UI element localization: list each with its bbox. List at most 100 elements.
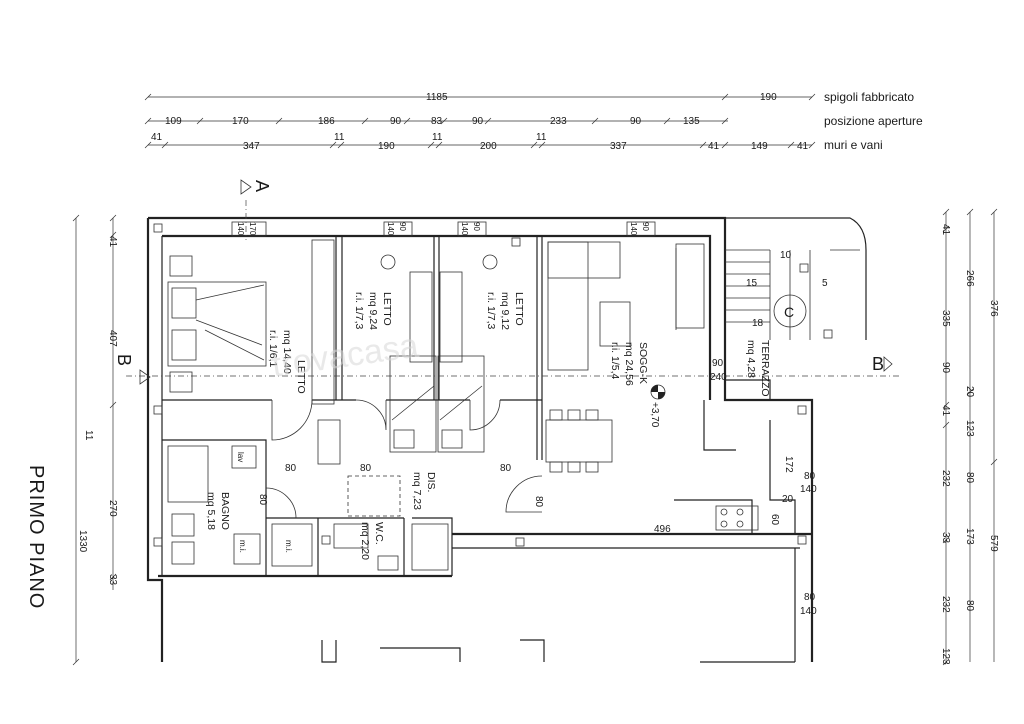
room-name: BAGNO: [219, 492, 231, 530]
other-dim-10: 10: [780, 250, 792, 261]
dim-muri-1: 41: [151, 132, 163, 143]
section-marker-b-left: B: [114, 354, 151, 385]
room-letto-2: LETTO mq 9,24 r.i. 1/7,3: [353, 292, 393, 330]
other-dimensions: 496 60 172 20 90 240 140 140 10 15 18 5: [654, 250, 828, 617]
room-bagno: BAGNO mq 5,18: [205, 492, 231, 530]
dim-muri-8: 337: [610, 141, 627, 152]
dim-muri-2: 347: [243, 141, 260, 152]
other-dim-60: 60: [769, 514, 780, 526]
room-name: SOGG-K: [637, 342, 649, 384]
top-opening-1a: 140: [236, 222, 245, 236]
other-dim-15: 15: [746, 278, 758, 289]
dim-aperture-9: 135: [683, 116, 700, 127]
fixture-lav-label: lav: [236, 452, 245, 462]
dim-left-3: 11: [83, 430, 94, 441]
dim-aperture-2: 170: [232, 116, 249, 127]
stair-marker: C: [784, 304, 794, 320]
dim-right-mid-2: 20: [964, 386, 975, 398]
other-dim-496: 496: [654, 524, 671, 535]
top-opening-3a: 140: [460, 222, 469, 236]
door-widths: 80 80 80 80 80 80 80: [257, 463, 816, 603]
dimension-row-spigoli: 1185 190 spigoli fabbricato: [144, 90, 914, 104]
other-dim-140a: 140: [800, 484, 817, 495]
room-name: W.C.: [373, 522, 385, 545]
dim-left-total: 1330: [77, 530, 88, 553]
dim-right-inner-4: 41: [940, 405, 951, 417]
page-title: PRIMO PIANO: [25, 465, 47, 609]
other-dim-90: 90: [712, 358, 724, 369]
dim-muri-10: 149: [751, 141, 768, 152]
furniture: C: [167, 239, 860, 571]
dim-aperture-6: 90: [472, 116, 484, 127]
room-area: mq 7,23: [411, 472, 423, 510]
dim-right-mid-5: 173: [964, 528, 975, 545]
elevation-label: +3,70: [649, 402, 660, 428]
dim-right-inner-1: 41: [940, 224, 951, 236]
section-label-b-right: B: [872, 354, 884, 374]
door-width-3: 80: [500, 463, 512, 474]
dim-spigoli-2: 190: [760, 92, 777, 103]
section-marker-a: A: [240, 179, 272, 195]
room-terrazzo: TERRAZZO mq 4,28: [745, 340, 771, 397]
door-width-6: 80: [804, 471, 816, 482]
dim-aperture-3: 186: [318, 116, 335, 127]
room-area: mq 14,40: [281, 330, 293, 374]
dim-right-inner-7: 232: [940, 596, 951, 613]
dim-right-mid-3: 123: [964, 420, 975, 437]
dim-spigoli-1: 1185: [426, 92, 448, 103]
building-walls: [146, 216, 867, 663]
dim-muri-3: 11: [334, 132, 345, 143]
other-dim-140b: 140: [800, 606, 817, 617]
room-ri: r.i. 1/7,3: [485, 292, 497, 330]
dim-right-inner-2: 335: [940, 310, 951, 327]
dim-right-mid-4: 80: [964, 472, 975, 484]
fixture-mi2-label: m.i.: [284, 540, 293, 553]
dim-right-inner-8: 123: [940, 648, 951, 665]
dim-right-mid-6: 80: [964, 600, 975, 612]
top-opening-2a: 140: [386, 222, 395, 236]
room-area: mq 4,28: [745, 340, 757, 378]
dim-muri-7: 11: [536, 132, 547, 143]
room-wc: W.C. mq 2,20: [359, 522, 385, 560]
dim-muri-4: 190: [378, 141, 395, 152]
dim-aperture-4: 90: [390, 116, 402, 127]
door-width-1: 80: [285, 463, 297, 474]
fixture-mi1-label: m.i.: [238, 540, 247, 553]
dim-aperture-7: 233: [550, 116, 567, 127]
room-letto-1: LETTO mq 14,40 r.i. 1/6,1: [267, 330, 307, 394]
dim-muri-11: 41: [797, 141, 809, 152]
room-name: LETTO: [513, 292, 525, 326]
left-dimensions: 41 407 11 270 33 1330: [72, 214, 118, 666]
room-area: mq 24,56: [623, 342, 635, 386]
room-letto-3: LETTO mq 9,12 r.i. 1/7,3: [485, 292, 525, 330]
other-dim-240: 240: [710, 372, 727, 383]
dim-aperture-1: 109: [165, 116, 182, 127]
dim-aperture-8: 90: [630, 116, 642, 127]
dim-right-inner-3: 90: [940, 362, 951, 374]
dim-left-2: 407: [107, 330, 118, 347]
dim-muri-6: 200: [480, 141, 497, 152]
room-area: mq 5,18: [205, 492, 217, 530]
other-dim-172: 172: [783, 456, 794, 473]
door-width-5: 80: [257, 494, 268, 506]
section-label-b-left: B: [114, 354, 134, 366]
dim-muri-9: 41: [708, 141, 720, 152]
doors: [265, 248, 677, 519]
room-name: LETTO: [381, 292, 393, 326]
room-name: TERRAZZO: [759, 340, 771, 397]
room-name: LETTO: [295, 360, 307, 394]
door-width-2: 80: [360, 463, 372, 474]
top-opening-2b: 90: [398, 222, 407, 231]
elevation-mark: +3,70: [649, 384, 666, 428]
dim-right-inner-5: 232: [940, 470, 951, 487]
dim-left-4: 270: [107, 500, 118, 517]
dim-right-mid-1: 266: [964, 270, 975, 287]
top-opening-1b: 170: [248, 222, 257, 236]
dimension-row-muri: 41 347 11 190 11 200 11 337 41 149 41 mu…: [144, 132, 883, 152]
room-ri: r.i. 1/7,3: [353, 292, 365, 330]
dim-right-outer-1: 376: [988, 300, 999, 317]
dim-right-inner-6: 33: [940, 532, 951, 544]
room-area: mq 9,12: [499, 292, 511, 330]
dimension-row-label-muri: muri e vani: [824, 138, 883, 152]
other-dim-18: 18: [752, 318, 764, 329]
